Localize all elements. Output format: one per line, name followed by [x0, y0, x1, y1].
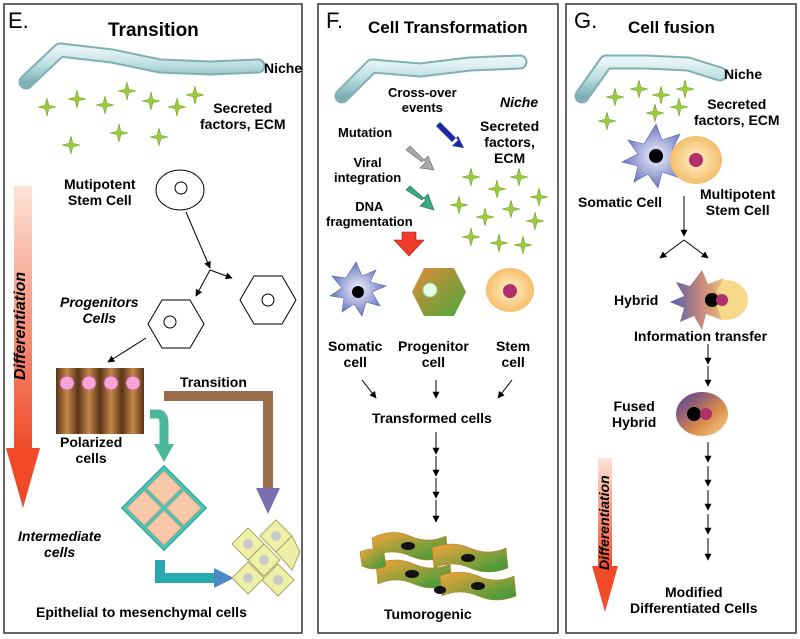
- g-hybrid-label: Hybrid: [614, 292, 659, 308]
- e-progenitor-cell-2: [239, 275, 297, 325]
- panel-f-title: Cell Transformation: [368, 18, 528, 37]
- e-niche-fiber: [18, 42, 266, 90]
- f-progenitor-cell: [412, 268, 466, 316]
- f-tumorogenic-label: Tumorogenic: [384, 606, 472, 622]
- e-polarized-cells: [56, 368, 144, 434]
- g-niche-label: Niche: [724, 66, 763, 82]
- e-mesenchymal-cells: [231, 519, 301, 597]
- f-somatic-cell: [329, 261, 387, 317]
- f-niche-label: Niche: [500, 94, 539, 110]
- f-tumor-cells: [359, 532, 517, 601]
- g-info-label: Information transfer: [634, 328, 768, 344]
- e-branch-arrows: [185, 211, 233, 297]
- g-fused-hybrid: [676, 392, 728, 436]
- e-transition-label: Transition: [180, 374, 247, 390]
- e-differentiation-label: Differentiation: [12, 271, 29, 380]
- e-teal-return-arrow: [155, 560, 234, 588]
- f-transformed-label: Transformed cells: [372, 410, 492, 426]
- e-niche-label: Niche: [264, 60, 303, 76]
- g-merge-arrows: [659, 196, 709, 259]
- g-differentiation-arrow: [592, 458, 618, 612]
- f-viral-arrow: [405, 185, 435, 211]
- g-secreted-factor-stars: [598, 80, 694, 130]
- e-arrow-to-polarized: [107, 337, 147, 363]
- f-convergence-arrows: [361, 379, 513, 399]
- e-secreted-factor-stars: [38, 82, 204, 154]
- panel-f-letter: F.: [326, 8, 344, 33]
- g-hybrid-cell: [670, 270, 748, 330]
- e-footer-label: Epithelial to mesenchymal cells: [36, 604, 247, 620]
- panel-e-letter: E.: [8, 8, 29, 33]
- g-stem-cell: [670, 136, 722, 184]
- g-somatic-cell: [621, 123, 691, 189]
- g-differentiation-label: Differentiation: [596, 475, 612, 570]
- panel-f-frame: [317, 3, 559, 634]
- e-mutipotent-stem-cell: [155, 169, 205, 211]
- e-intermediate-cells: [120, 464, 208, 552]
- f-stem-cell: [486, 268, 534, 312]
- f-crossover-arrow: [436, 122, 464, 148]
- panel-g-frame: [565, 3, 797, 634]
- e-transition-bracket-arrow: [164, 391, 280, 514]
- panel-e-title: Transition: [108, 20, 199, 41]
- e-progenitor-cell-1: [147, 299, 205, 349]
- e-green-curved-arrow: [150, 409, 174, 462]
- e-differentiation-arrow: [6, 186, 40, 508]
- panel-g-letter: G.: [574, 8, 598, 33]
- g-somatic-label: Somatic Cell: [578, 194, 663, 210]
- f-niche-fiber: [334, 54, 528, 104]
- f-secreted-factor-stars: [450, 168, 548, 254]
- f-mutation-arrow: [405, 145, 435, 171]
- f-mutation-label: Mutation: [338, 125, 393, 140]
- panel-e-frame: [3, 3, 303, 634]
- g-niche-fiber: [574, 54, 728, 104]
- panel-g-title: Cell fusion: [628, 18, 715, 37]
- f-dna-arrow: [393, 231, 425, 257]
